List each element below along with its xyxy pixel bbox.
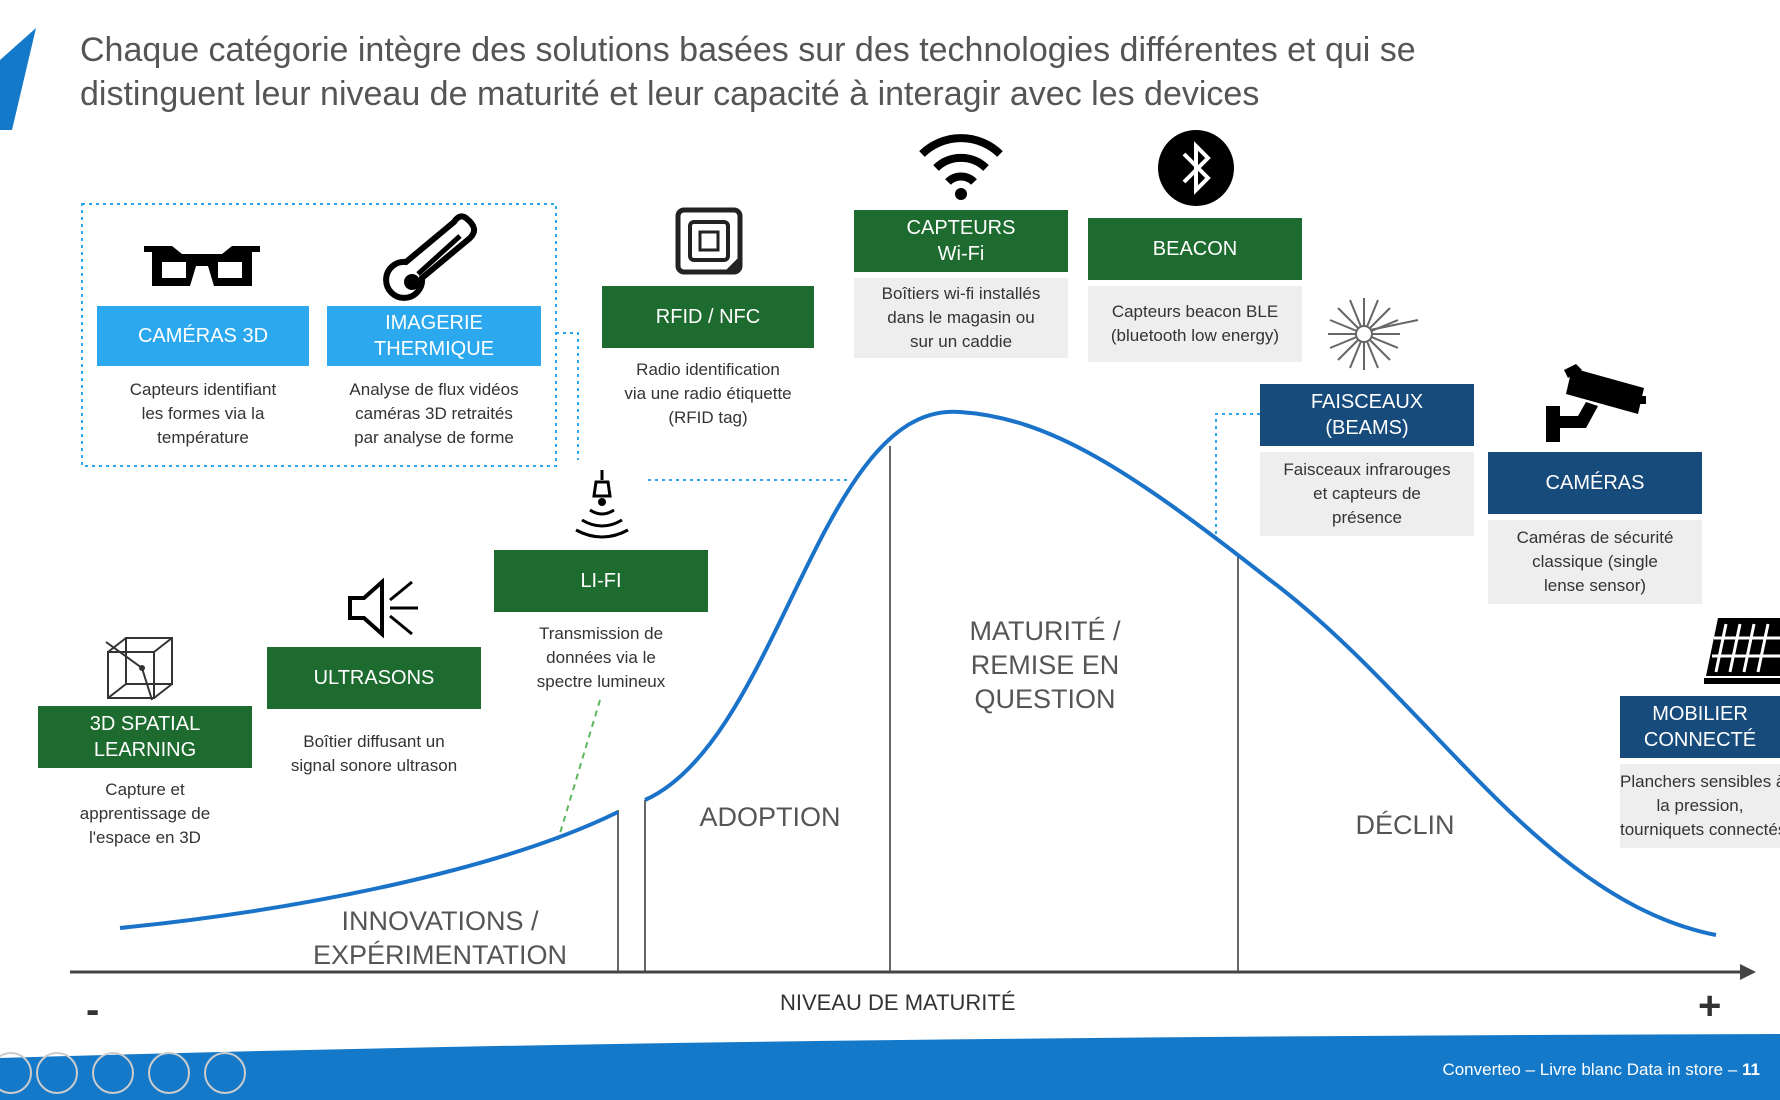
connected-floor-icon [1704,618,1780,684]
tech-box-beacon: BEACON [1088,218,1302,280]
corner-accent-shape [0,28,36,130]
tech-box-cameras: CAMÉRAS [1488,452,1702,514]
curve-adoption-decline [644,409,1717,937]
tech-box-mobilier-connecte: MOBILIER CONNECTÉ [1620,696,1780,758]
footer-text: Converteo – Livre blanc Data in store – … [1442,1060,1760,1080]
stage-label-adoption: ADOPTION [699,802,841,832]
x-axis-arrowhead [1740,964,1756,980]
x-axis-label: NIVEAU DE MATURITÉ [780,990,1016,1015]
footer-source: Converteo – Livre blanc Data in store – [1442,1060,1738,1079]
footer-page-number: 11 [1742,1060,1760,1079]
axis-plus-sign: + [1698,984,1722,1028]
tech-box-3d-spatial-learning: 3D SPATIAL LEARNING [38,706,252,768]
stage-label-maturite: MATURITÉ / REMISE EN QUESTION [969,616,1121,714]
tech-box-cameras-3d: CAMÉRAS 3D [97,306,309,366]
tech-desc-faisceaux: Faisceaux infrarouges et capteurs de pré… [1260,452,1474,536]
presenter-zoom-button[interactable] [148,1052,190,1094]
bluetooth-icon [1158,130,1234,206]
lifi-lamp-icon [575,470,629,539]
tech-desc-rfid-nfc: Radio identification via une radio étiqu… [624,360,792,427]
tech-desc-cameras-3d: Capteurs identifiant les formes via la t… [129,380,277,447]
tech-desc-capteurs-wifi: Boîtiers wi-fi installés dans le magasin… [854,278,1068,358]
slide-title-line1: Chaque catégorie intègre des solutions b… [80,31,1416,69]
tech-desc-imagerie-thermique: Analyse de flux vidéos caméras 3D retrai… [349,380,519,447]
security-camera-icon [1546,364,1646,442]
tech-box-capteurs-wifi: CAPTEURS Wi-Fi [854,210,1068,272]
3d-cube-icon [105,637,173,701]
connector-lifi [557,699,601,841]
slide-title: Chaque catégorie intègre des solutions b… [80,28,1640,116]
curve-innovation [119,810,619,930]
rfid-chip-icon [675,207,743,275]
tech-desc-mobilier-connecte: Planchers sensibles à la pression, tourn… [1620,764,1780,848]
tech-desc-ultrasons: Boîtier diffusant un signal sonore ultra… [290,732,458,775]
axis-minus-sign: - [86,988,100,1032]
stage-label-innovations: INNOVATIONS / EXPÉRIMENTATION [312,906,568,970]
tech-box-imagerie-thermique: IMAGERIE THERMIQUE [327,306,541,366]
presenter-pen-button[interactable] [36,1052,78,1094]
connector-group-box [556,332,579,460]
presenter-slides-button[interactable] [92,1052,134,1094]
3d-glasses-icon [144,246,260,286]
thermometer-icon [383,213,478,301]
presenter-more-button[interactable] [204,1052,246,1094]
tech-desc-lifi: Transmission de données via le spectre l… [536,624,666,691]
infrared-beam-icon [1328,298,1419,370]
tech-box-ultrasons: ULTRASONS [267,647,481,709]
tech-desc-cameras: Caméras de sécurité classique (single le… [1488,520,1702,604]
connector-faisceaux [1215,413,1260,534]
tech-box-rfid-nfc: RFID / NFC [602,286,814,348]
slide-title-line2: distinguent leur niveau de maturité et l… [80,75,1260,113]
footer-band [0,1034,1780,1100]
tech-title-cameras-3d: CAMÉRAS 3D [137,325,269,347]
wifi-icon [919,134,1003,200]
stage-label-declin: DÉCLIN [1355,810,1455,840]
tech-box-lifi: LI-FI [494,550,708,612]
tech-desc-beacon: Capteurs beacon BLE (bluetooth low energ… [1088,286,1302,362]
tech-desc-3d-spatial-learning: Capture et apprentissage de l'espace en … [79,780,211,847]
presenter-prev-button[interactable] [0,1052,32,1094]
group-box-3d-thermal [81,203,557,467]
ultrasound-speaker-icon [348,578,418,638]
tech-box-faisceaux: FAISCEAUX (BEAMS) [1260,384,1474,446]
